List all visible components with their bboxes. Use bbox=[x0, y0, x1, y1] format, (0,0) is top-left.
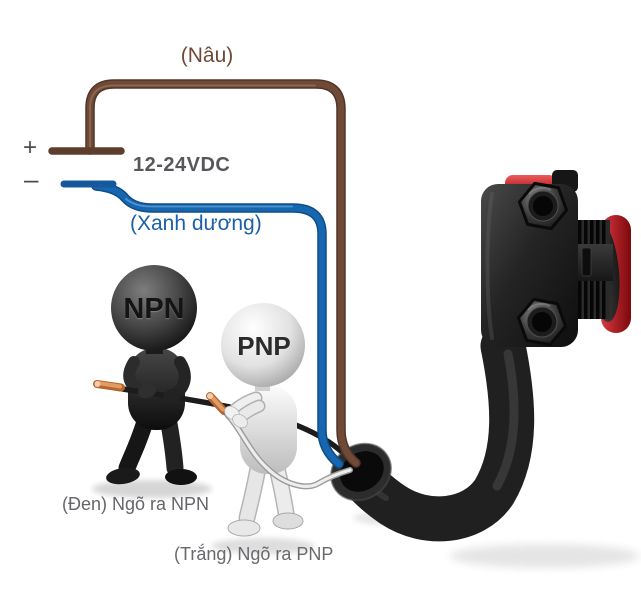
npn-hand bbox=[138, 383, 156, 399]
white-output-wire bbox=[206, 392, 353, 490]
blue-wire-label: (Xanh dương) bbox=[130, 212, 262, 235]
pnp-head bbox=[221, 303, 305, 387]
npn-head-label: NPN bbox=[123, 293, 185, 325]
supply-voltage-label: 12-24VDC bbox=[133, 154, 231, 176]
pnp-head-label: PNP bbox=[237, 331, 291, 361]
sensor-slot bbox=[581, 247, 592, 277]
pnp-wire-copper-tip bbox=[206, 392, 228, 415]
npn-wire-copper-tip bbox=[93, 380, 125, 392]
brown-wire-label: (Nâu) bbox=[180, 44, 234, 67]
sensor-shadow bbox=[450, 544, 640, 568]
minus-sign: – bbox=[24, 164, 39, 194]
blue-wire bbox=[60, 180, 344, 469]
npn-output-label: (Đen) Ngõ ra NPN bbox=[62, 494, 210, 514]
pnp-hand bbox=[232, 413, 248, 429]
sensor-hex-screw-top bbox=[517, 181, 569, 231]
npn-head bbox=[111, 265, 197, 351]
plus-sign: + bbox=[23, 134, 38, 161]
sensor-thread-top bbox=[575, 220, 610, 244]
pnp-output-label: (Trắng) Ngõ ra PNP bbox=[174, 544, 334, 564]
npn-hand bbox=[163, 388, 181, 404]
pnp-figure-shadow bbox=[211, 538, 315, 554]
sensor-thread-bottom bbox=[575, 281, 610, 319]
brown-wire bbox=[48, 79, 361, 468]
sensor-device bbox=[481, 170, 631, 347]
sensor-hex-screw-bottom bbox=[516, 297, 568, 347]
sensor-cable bbox=[330, 323, 535, 542]
